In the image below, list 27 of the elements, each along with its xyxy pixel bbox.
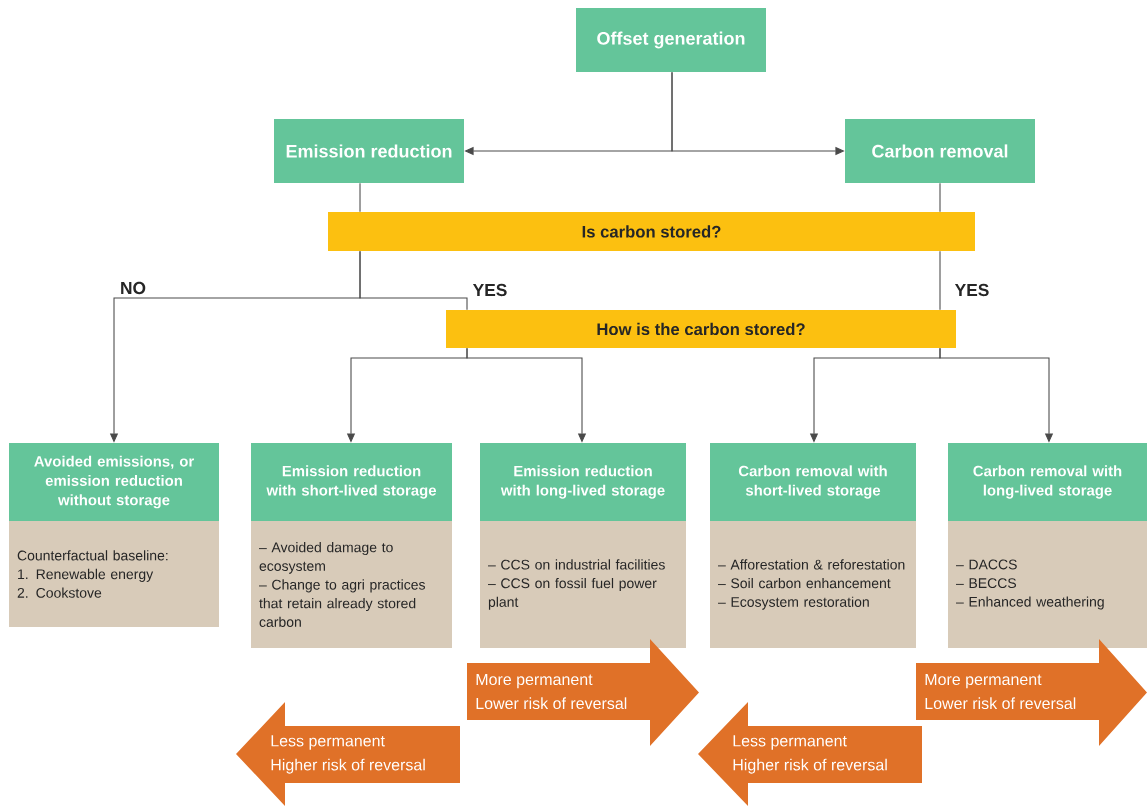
- arrow-banner: More permanent Lower risk of reversal: [467, 639, 699, 746]
- outcome-card: [710, 443, 916, 648]
- card-heading: Carbon removal with short-lived storage: [738, 465, 887, 499]
- edge-label: NO: [118, 280, 148, 296]
- outcome-card: [948, 443, 1147, 648]
- bullet-list: – Avoided damage to ecosystem – Change to agri practices that retain already stored carbon: [259, 542, 425, 627]
- arrow-banner: Less permanent Higher risk of reversal: [698, 702, 922, 806]
- bullet-list: Counterfactual baseline: 1. Renewable energy 2. Cookstove: [17, 550, 168, 598]
- category-box: Carbon removal: [845, 119, 1035, 183]
- outcome-card: [480, 443, 686, 648]
- edge-label: YES: [471, 282, 509, 298]
- outcome-card: [9, 443, 219, 627]
- arrow-banner: More permanent Lower risk of reversal: [916, 639, 1147, 746]
- card-heading: Emission reduction with long-lived storage: [500, 465, 665, 499]
- question-bar: How is the carbon stored?: [446, 310, 956, 348]
- question-bar: Is carbon stored?: [328, 212, 975, 251]
- card-heading: Carbon removal with long-lived storage: [973, 465, 1122, 499]
- bullet-list: – Afforestation & reforestation – Soil carbon enhancement – Ecosystem restoration: [718, 559, 905, 610]
- card-heading: Avoided emissions, or emission reduction without storage: [34, 455, 194, 509]
- arrow-banner: Less permanent Higher risk of reversal: [236, 702, 460, 806]
- card-heading: Emission reduction with short-lived storage: [266, 465, 437, 499]
- outcome-card: [251, 443, 452, 648]
- category-box: Offset generation: [576, 8, 766, 72]
- bullet-list: – CCS on industrial facilities – CCS on fossil fuel power plant: [488, 559, 665, 610]
- edge-label: YES: [953, 282, 991, 298]
- bullet-list: – DACCS – BECCS – Enhanced weathering: [956, 559, 1104, 610]
- category-box: Emission reduction: [274, 119, 464, 183]
